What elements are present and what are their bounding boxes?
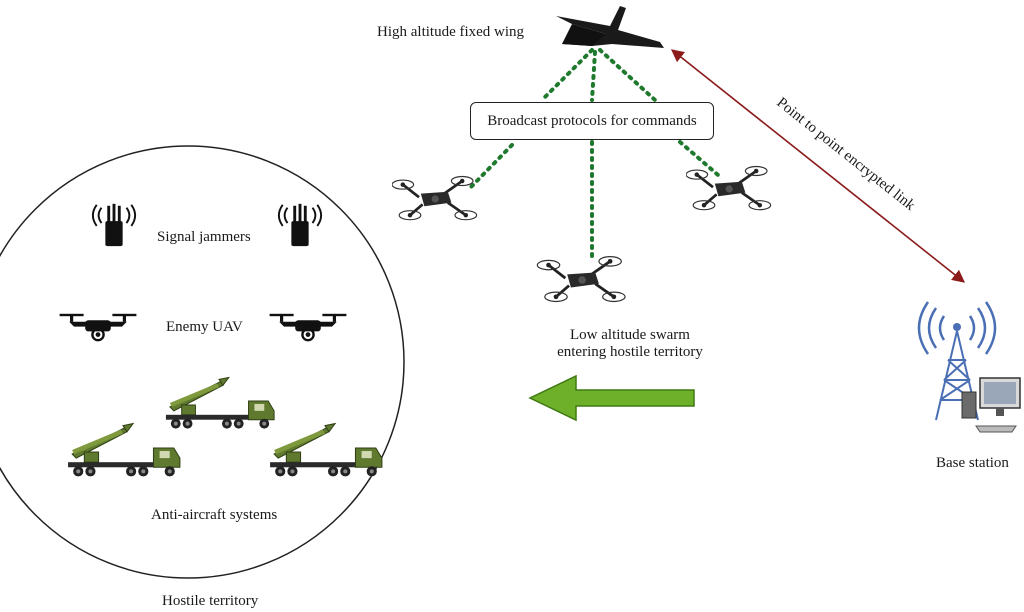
enemy-drone-icon	[268, 312, 348, 342]
missile-launcher-truck-icon	[269, 423, 383, 477]
broadcast-protocol-box: Broadcast protocols for commands	[470, 102, 714, 140]
quadcopter-icon	[686, 165, 772, 212]
hostile-territory-label: Hostile territory	[162, 593, 259, 609]
anti-aircraft-label: Anti-aircraft systems	[151, 507, 278, 523]
computer-icon	[961, 377, 1021, 433]
signal-jammer-icon	[277, 202, 323, 248]
broadcast-links-upper	[540, 48, 657, 102]
signal-jammers-label: Signal jammers	[157, 229, 251, 245]
radio-tower-icon	[917, 301, 997, 421]
p2p-link-label: Point to point encrypted link	[774, 95, 919, 215]
enemy-uav-label: Enemy UAV	[166, 319, 243, 335]
fixed-wing-uav-icon	[556, 6, 664, 48]
signal-jammer-icon	[91, 202, 137, 248]
swarm-direction-arrow	[528, 374, 695, 422]
quadcopter-icon	[392, 175, 478, 222]
missile-launcher-truck-icon	[165, 376, 275, 430]
swarm-label-line1: Low altitude swarm	[570, 327, 690, 343]
enemy-drone-icon	[58, 312, 138, 342]
broadcast-links-lower	[468, 140, 720, 258]
missile-launcher-truck-icon	[67, 423, 181, 477]
p2p-encrypted-link	[670, 49, 966, 283]
fixed-wing-label: High altitude fixed wing	[377, 24, 525, 40]
hostile-territory-boundary	[0, 145, 405, 579]
quadcopter-icon	[536, 255, 627, 303]
swarm-label: Low altitude swarm entering hostile terr…	[540, 327, 720, 362]
base-station-label: Base station	[936, 455, 1009, 471]
swarm-label-line2: entering hostile territory	[557, 344, 703, 361]
broadcast-protocol-label: Broadcast protocols for commands	[487, 112, 697, 129]
